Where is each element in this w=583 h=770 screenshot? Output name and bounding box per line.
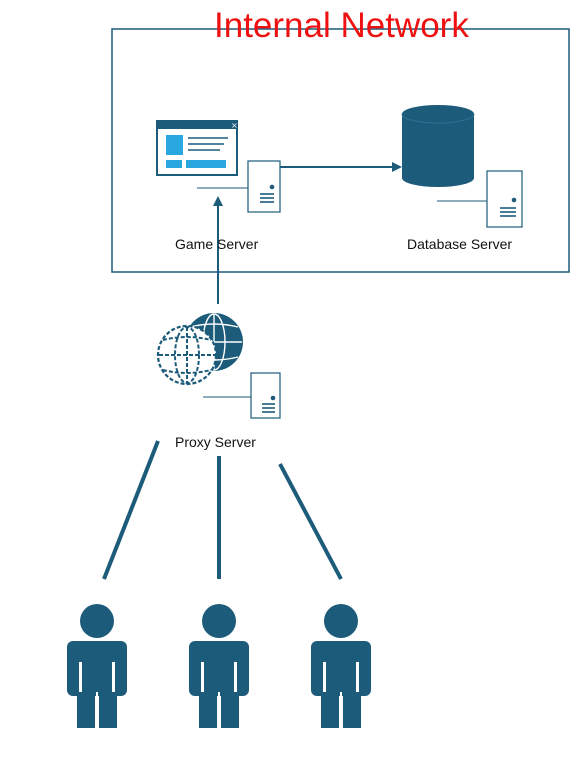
internal-network-title: Internal Network (214, 6, 469, 45)
database-server-label: Database Server (407, 236, 513, 252)
server-icon (247, 160, 281, 213)
client-connection-line (102, 440, 160, 580)
game-server-label: Game Server (175, 236, 259, 252)
database-icon (401, 105, 475, 187)
client-connection-line (278, 463, 343, 580)
globe-icon (156, 324, 218, 386)
user-icon (67, 604, 127, 728)
internal-network-boundary (111, 28, 570, 273)
user-icon (311, 604, 371, 728)
server-icon (250, 372, 281, 419)
proxy-server-label: Proxy Server (175, 434, 256, 450)
user-icon (189, 604, 249, 728)
web-window-icon: × (156, 120, 238, 176)
svg-text:×: × (231, 121, 238, 130)
server-icon (486, 170, 523, 228)
